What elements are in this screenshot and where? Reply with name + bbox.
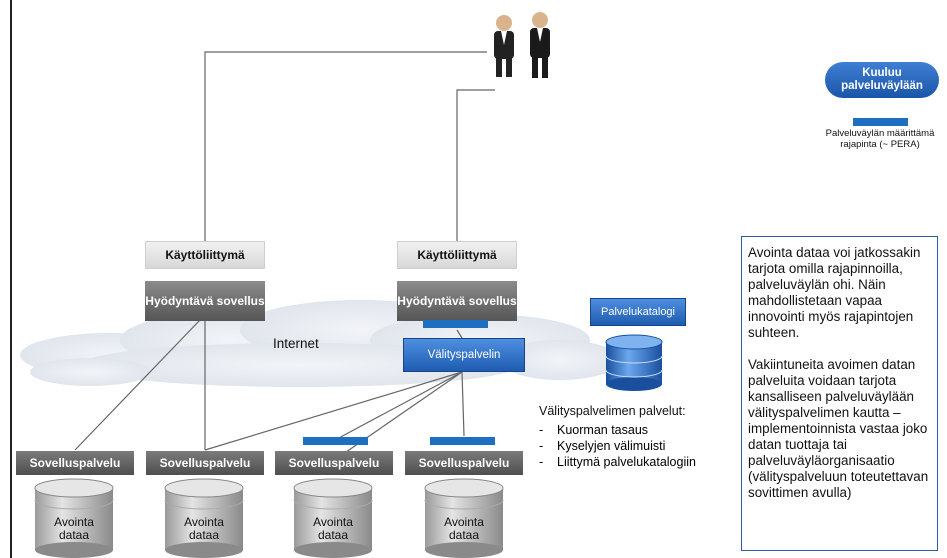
application-service-box: Sovelluspalvelu <box>405 451 523 475</box>
server-interface-bar <box>430 437 495 445</box>
info-paragraph: Avointa dataa voi jatkossakin tarjota om… <box>748 245 921 340</box>
legend-service-bus-pill: Kuuluu palveluväylään <box>825 62 939 98</box>
server-interface-bar <box>303 437 368 445</box>
database-icon <box>34 478 114 558</box>
application-service-box: Sovelluspalvelu <box>16 451 134 475</box>
database-label: Avointa dataa <box>313 515 353 542</box>
internet-cloud <box>20 300 620 387</box>
users-icon <box>494 12 550 78</box>
user-interface-box: Käyttöliittymä <box>397 241 517 269</box>
app-interface-bar <box>423 320 488 328</box>
internet-label: Internet <box>273 336 319 351</box>
proxy-server-box: Välityspalvelin <box>403 338 525 372</box>
database-label: Avointa dataa <box>444 515 484 542</box>
proxy-services-list: -Kuorman tasaus -Kyselyjen välimuisti -L… <box>539 422 696 470</box>
left-border <box>10 0 12 558</box>
info-text-box: Avointa dataa voi jatkossakin tarjota om… <box>741 236 938 551</box>
connector-lines <box>74 51 495 471</box>
user-interface-box: Käyttöliittymä <box>145 241 265 269</box>
database-icon <box>164 478 244 558</box>
application-service-box: Sovelluspalvelu <box>275 451 393 475</box>
catalog-database-icon <box>605 334 663 391</box>
list-item: -Kyselyjen välimuisti <box>539 439 666 453</box>
service-catalog-box: Palvelukatalogi <box>590 298 686 326</box>
consuming-app-box: Hyödyntävä sovellus <box>145 281 265 321</box>
database-label: Avointa dataa <box>184 515 224 542</box>
info-paragraph: Vakiintuneita avoimen datan palveluita v… <box>748 357 929 500</box>
list-item: -Liittymä palvelukatalogiin <box>539 455 696 469</box>
database-label: Avointa dataa <box>54 515 94 542</box>
list-item: -Kuorman tasaus <box>539 423 649 437</box>
proxy-services-title: Välityspalvelimen palvelut: <box>539 404 686 418</box>
database-icon <box>293 478 373 558</box>
database-icon <box>424 478 504 558</box>
consuming-app-box: Hyödyntävä sovellus <box>397 281 517 321</box>
legend-interface-bar <box>853 118 908 126</box>
application-service-box: Sovelluspalvelu <box>146 451 264 475</box>
legend-interface-caption: Palveluväylän määrittämä rajapinta (~ PE… <box>825 128 935 150</box>
